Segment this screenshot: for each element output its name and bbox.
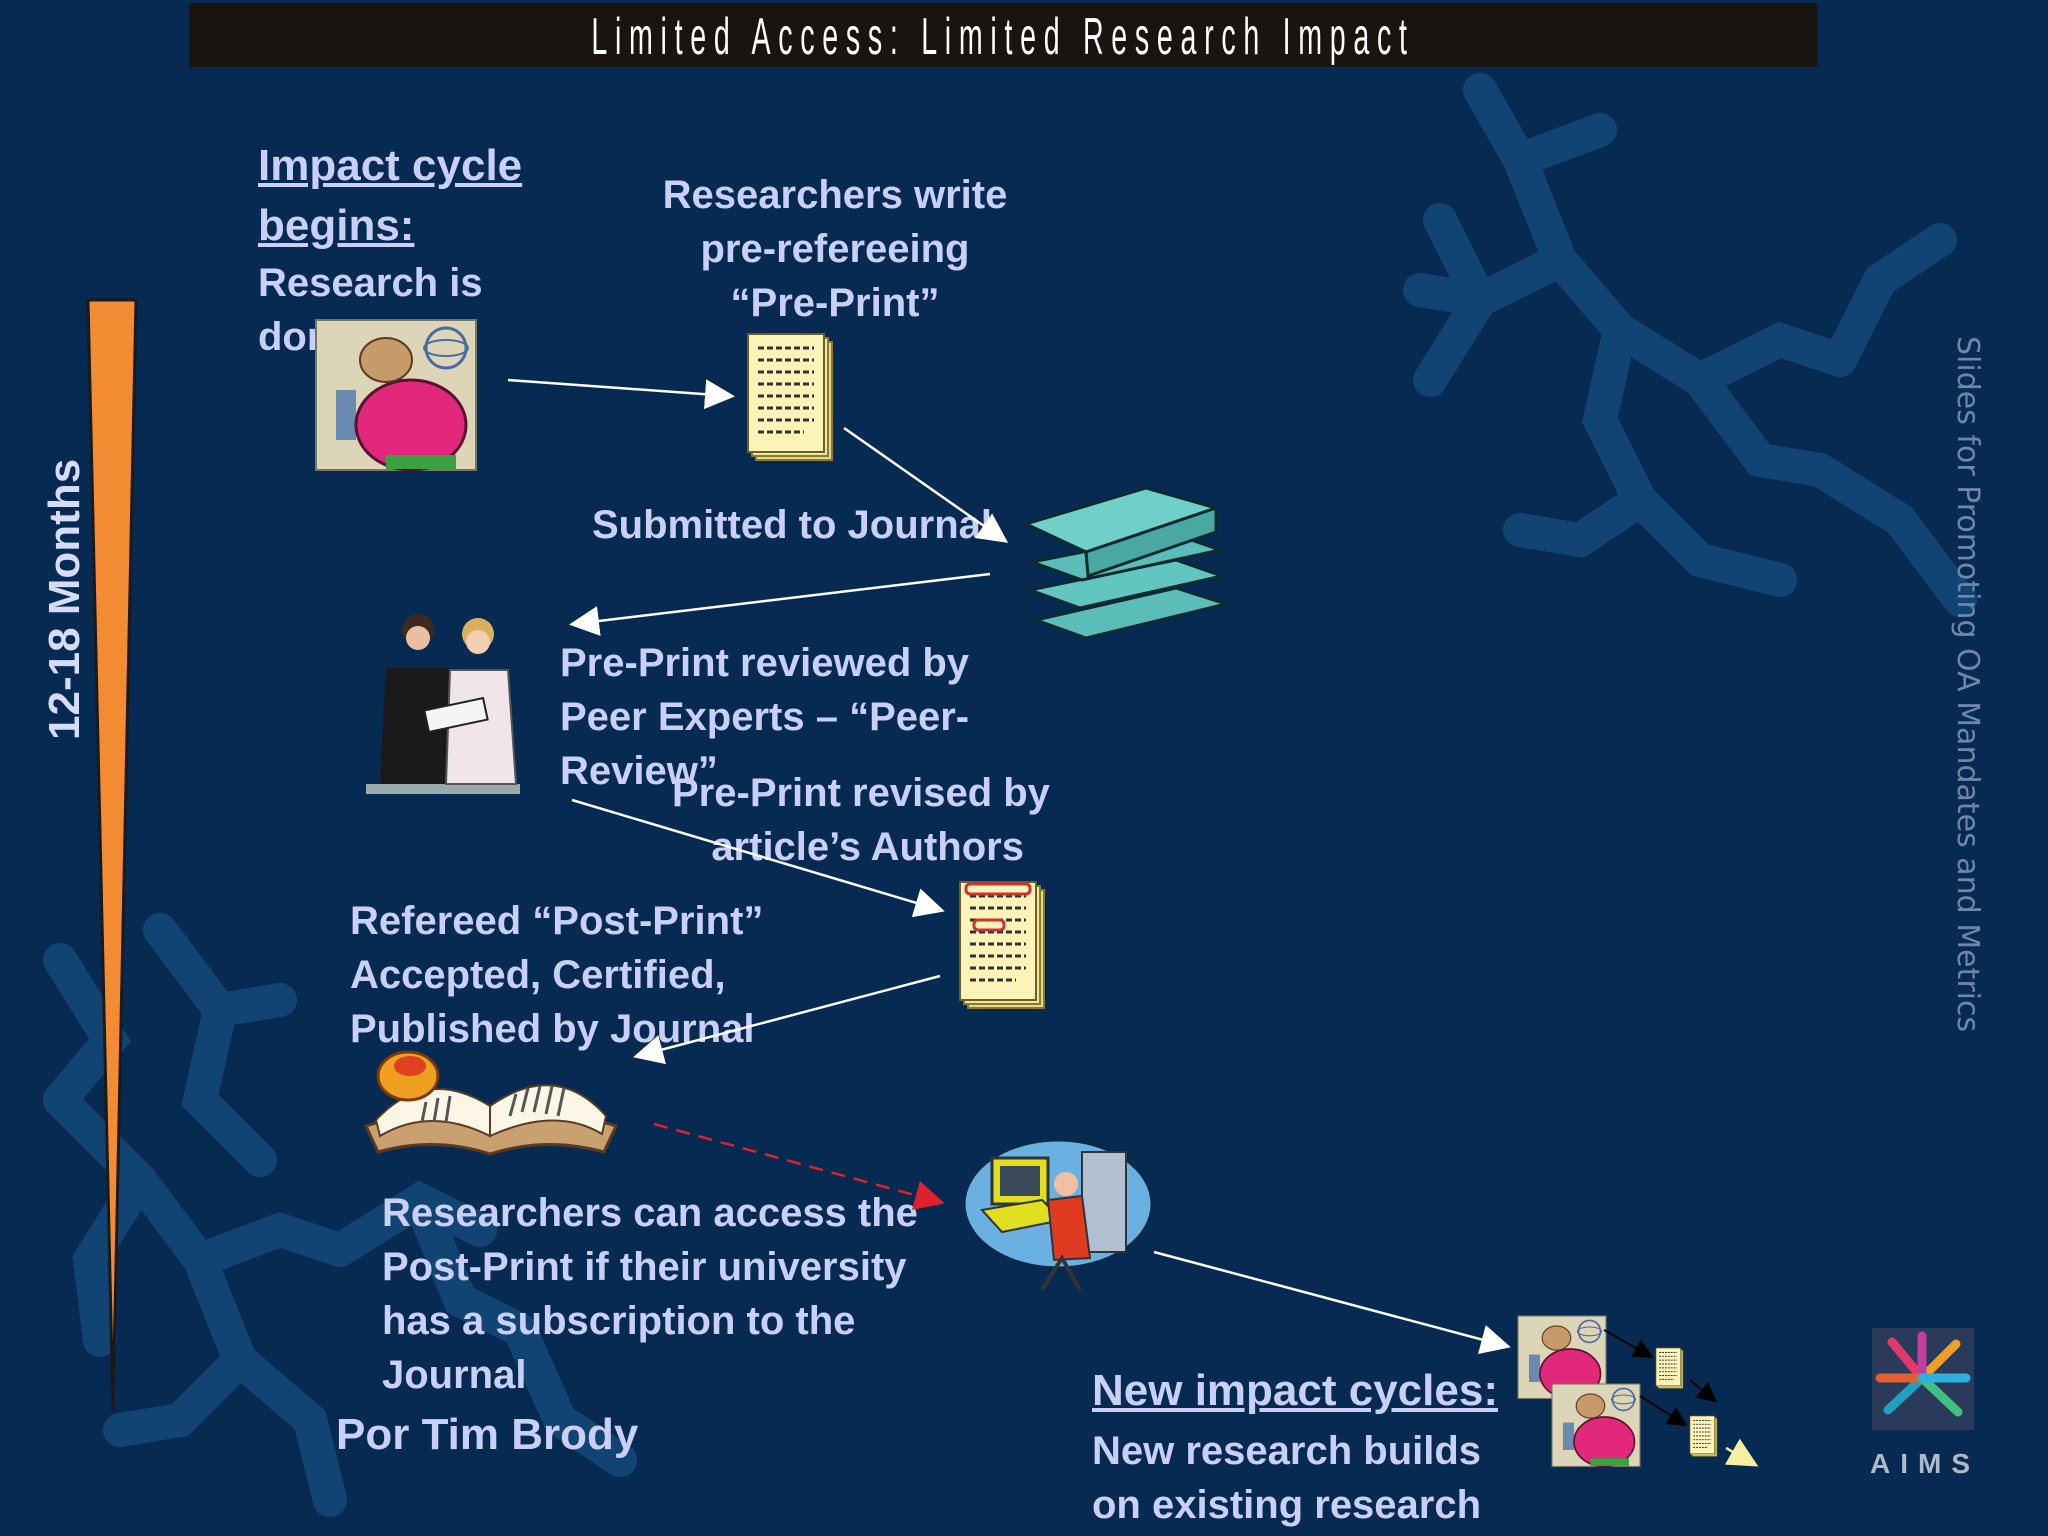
mini-arrow bbox=[1604, 1330, 1650, 1356]
arrow-preprint-to-journal bbox=[844, 428, 1004, 540]
aims-logo-text: AIMS bbox=[1870, 1448, 1980, 1480]
book-stack-icon bbox=[1026, 488, 1226, 638]
arrow-journal-to-review bbox=[574, 574, 990, 624]
arrow-access-to-new-cycle bbox=[1154, 1252, 1506, 1346]
mini-arrow bbox=[1640, 1396, 1684, 1424]
document-icon bbox=[1656, 1348, 1683, 1388]
revised-document-icon bbox=[960, 882, 1044, 1008]
researcher-clipart-icon bbox=[1552, 1384, 1640, 1467]
aims-logo-icon bbox=[1872, 1328, 1974, 1430]
mini-arrow bbox=[1690, 1380, 1714, 1400]
researcher-clipart-icon bbox=[316, 320, 476, 470]
mini-arrow bbox=[1726, 1448, 1754, 1464]
dashed-arrow-published-to-access bbox=[654, 1124, 940, 1202]
arrow-research-to-preprint bbox=[508, 380, 730, 396]
computer-user-icon bbox=[964, 1140, 1152, 1290]
preprint-document-icon bbox=[748, 334, 832, 460]
reviewers-clipart-icon bbox=[366, 614, 520, 794]
arrow-revised-to-published bbox=[638, 976, 940, 1056]
document-icon bbox=[1690, 1416, 1717, 1456]
open-book-icon bbox=[366, 1052, 616, 1154]
arrow-review-to-revised bbox=[572, 800, 940, 910]
